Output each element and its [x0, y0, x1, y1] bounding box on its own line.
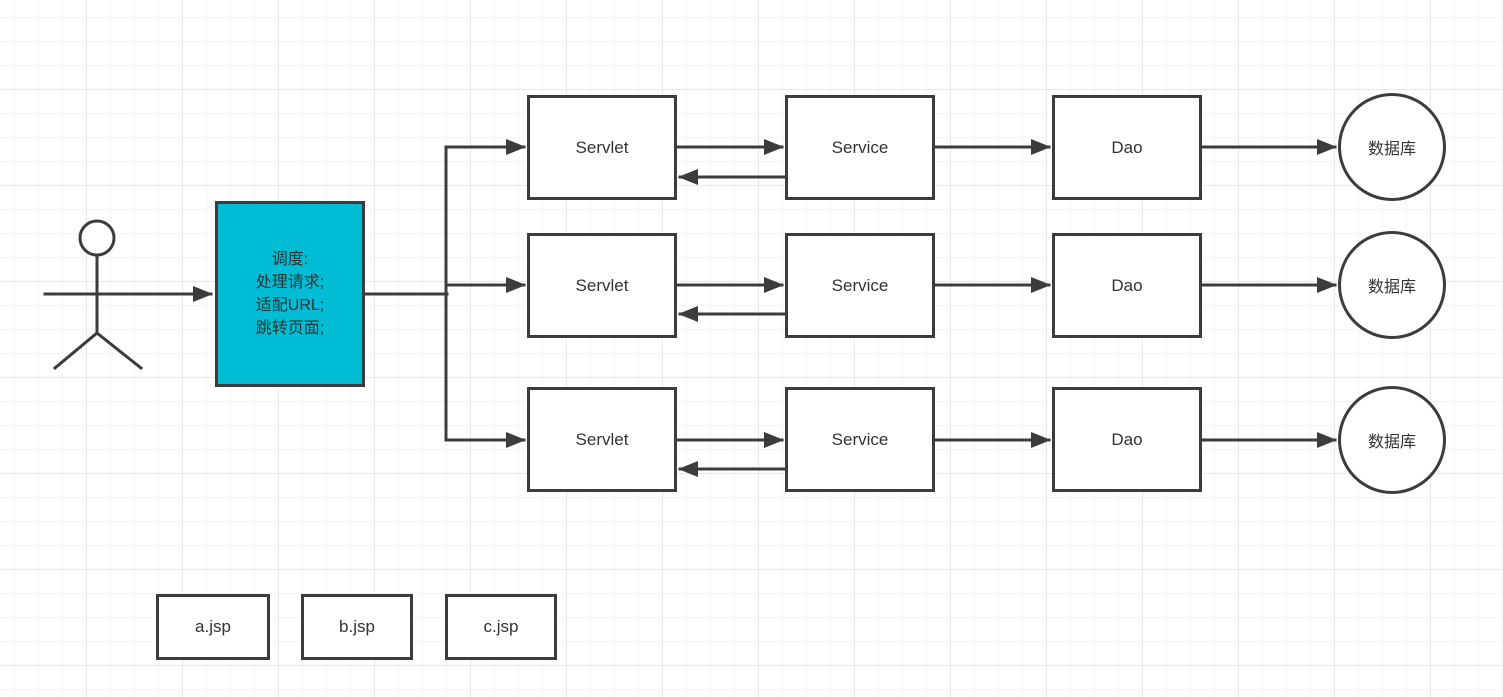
- service-label: Service: [831, 429, 889, 449]
- dispatcher-node: 调度: 处理请求; 适配URL; 跳转页面;: [215, 201, 365, 387]
- service-label: Service: [831, 275, 889, 295]
- actor-head: [78, 219, 116, 257]
- database-label: 数据库: [1367, 279, 1416, 296]
- service-node-3: Service: [785, 387, 935, 492]
- servlet-node-3: Servlet: [527, 387, 677, 492]
- dispatcher-line: 跳转页面;: [255, 320, 325, 337]
- dispatcher-line: 调度:: [271, 251, 309, 268]
- servlet-node-2: Servlet: [527, 233, 677, 338]
- dao-label: Dao: [1111, 275, 1143, 295]
- actor-right-leg: [94, 330, 144, 371]
- service-node-2: Service: [785, 233, 935, 338]
- database-node-1: 数据库: [1338, 93, 1446, 201]
- database-node-3: 数据库: [1338, 386, 1446, 494]
- dao-node-1: Dao: [1052, 95, 1202, 200]
- jsp-label: c.jsp: [483, 617, 519, 636]
- servlet-node-1: Servlet: [527, 95, 677, 200]
- jsp-node-c: c.jsp: [445, 594, 557, 660]
- jsp-label: a.jsp: [195, 617, 231, 636]
- service-node-1: Service: [785, 95, 935, 200]
- jsp-node-a: a.jsp: [156, 594, 270, 660]
- servlet-label: Servlet: [575, 137, 629, 157]
- dao-node-2: Dao: [1052, 233, 1202, 338]
- dispatcher-line: 适配URL;: [255, 297, 325, 314]
- database-node-2: 数据库: [1338, 231, 1446, 339]
- servlet-label: Servlet: [575, 275, 629, 295]
- servlet-label: Servlet: [575, 429, 629, 449]
- actor-left-leg: [52, 330, 100, 371]
- stroke-group: [43, 139, 1337, 477]
- jsp-label: b.jsp: [339, 617, 375, 636]
- database-label: 数据库: [1367, 434, 1416, 451]
- dispatcher-line: 处理请求;: [255, 274, 325, 291]
- dao-label: Dao: [1111, 429, 1143, 449]
- jsp-node-b: b.jsp: [301, 594, 413, 660]
- database-label: 数据库: [1367, 141, 1416, 158]
- service-label: Service: [831, 137, 889, 157]
- dao-label: Dao: [1111, 137, 1143, 157]
- dao-node-3: Dao: [1052, 387, 1202, 492]
